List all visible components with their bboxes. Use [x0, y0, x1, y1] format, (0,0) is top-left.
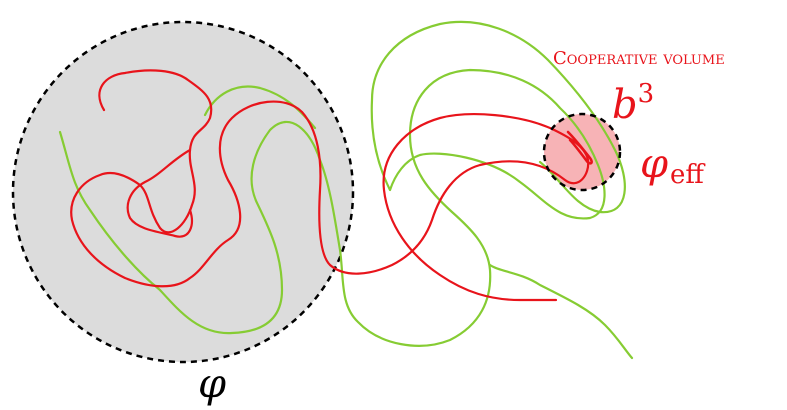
cooperative-volume-label: Cooperative volume — [553, 48, 725, 69]
red-chain — [70, 69, 590, 302]
large-region-circle — [11, 20, 355, 364]
red-chain-spiral — [126, 148, 193, 238]
b-symbol: b — [612, 82, 638, 128]
green-chain-tail — [488, 263, 634, 360]
red-chain-cooperative-segment — [566, 130, 593, 165]
phi-eff-label: φeff — [640, 141, 706, 190]
phi-label: φ — [198, 361, 226, 407]
b-exponent: 3 — [638, 79, 655, 109]
cooperative-volume-outline — [542, 112, 622, 192]
phi-eff-symbol: φ — [640, 141, 668, 187]
b-cubed-label: b3 — [612, 79, 654, 128]
phi-eff-subscript: eff — [670, 160, 706, 190]
green-chain — [58, 20, 626, 347]
